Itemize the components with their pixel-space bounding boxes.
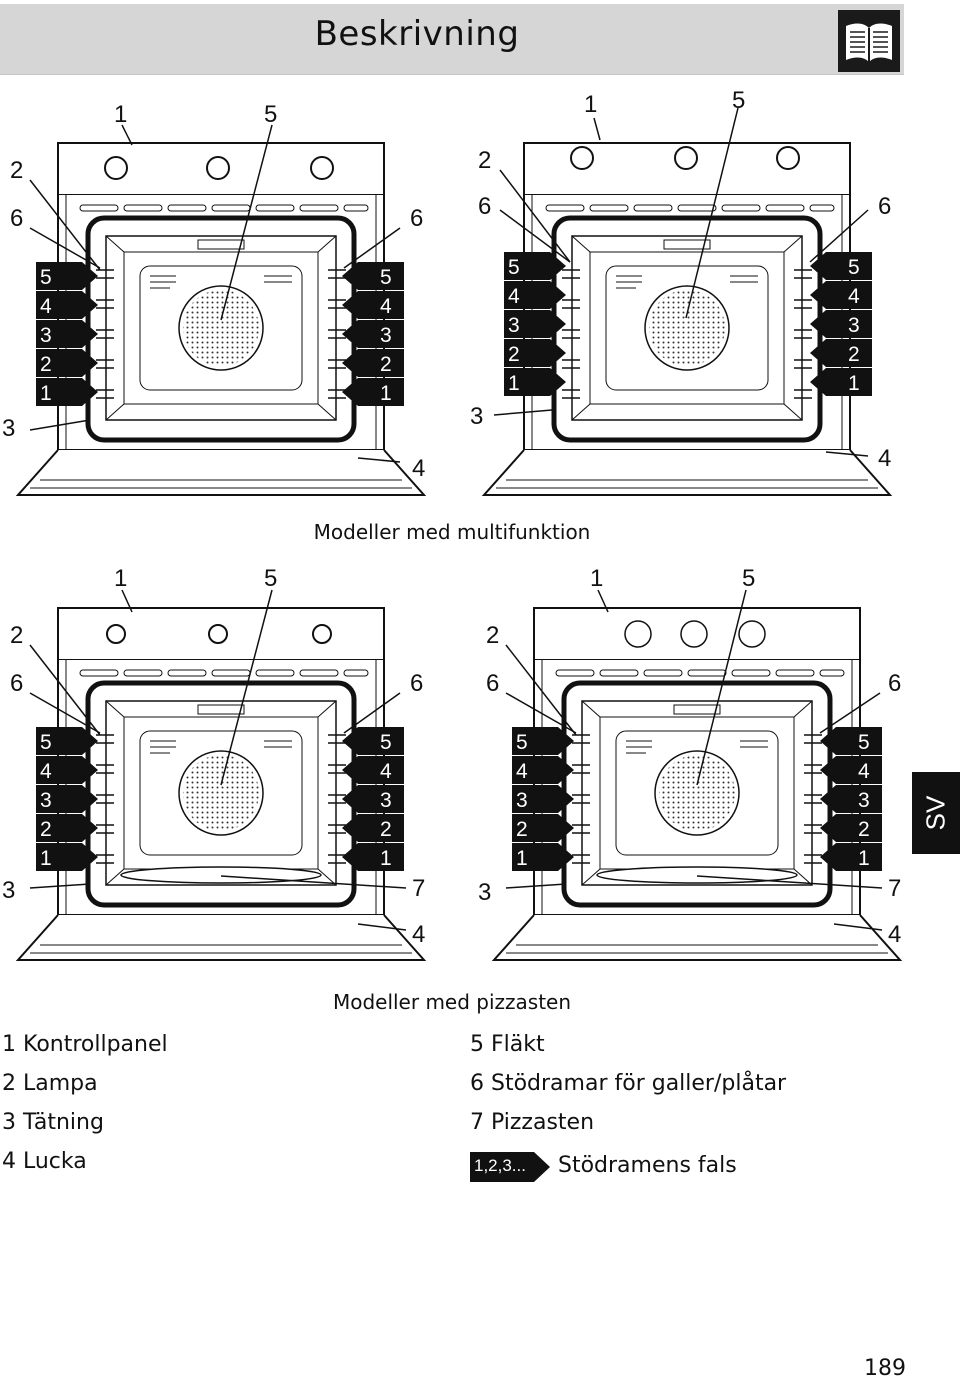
callout-flakt: 5 bbox=[732, 90, 745, 114]
shelf-level-arrows bbox=[36, 252, 882, 871]
level-label: 4 bbox=[40, 295, 52, 318]
callout-pizzasten: 7 bbox=[412, 875, 425, 902]
callout-kontrollpanel: 1 bbox=[584, 91, 597, 118]
callout-kontrollpanel: 1 bbox=[114, 101, 127, 128]
legend-item: 2 Lampa bbox=[2, 1071, 98, 1096]
level-label: 1 bbox=[508, 372, 520, 395]
callout-stodramar: 6 bbox=[10, 205, 23, 232]
page-number: 189 bbox=[864, 1356, 906, 1381]
level-label: 2 bbox=[848, 343, 860, 366]
level-label: 4 bbox=[380, 295, 392, 318]
legend-item: 4 Lucka bbox=[2, 1149, 87, 1174]
callout-stodramar: 6 bbox=[888, 670, 901, 697]
level-label: 5 bbox=[40, 731, 52, 754]
open-book-icon bbox=[838, 10, 900, 72]
language-tab: SV bbox=[912, 772, 960, 854]
legend-item: 7 Pizzasten bbox=[470, 1110, 595, 1135]
callout-flakt: 5 bbox=[742, 565, 755, 592]
callout-lucka: 4 bbox=[412, 921, 425, 948]
level-label: 2 bbox=[380, 353, 392, 376]
callout-tatning: 3 bbox=[478, 879, 491, 906]
callout-lampa: 2 bbox=[478, 147, 491, 174]
level-label: 1 bbox=[40, 382, 52, 405]
level-label: 3 bbox=[380, 789, 392, 812]
callout-flakt: 5 bbox=[264, 101, 277, 128]
callout-stodramar: 6 bbox=[410, 205, 423, 232]
level-label: 1 bbox=[858, 847, 870, 870]
callout-kontrollpanel: 1 bbox=[590, 565, 603, 592]
level-label: 3 bbox=[380, 324, 392, 347]
callout-lampa: 2 bbox=[486, 622, 499, 649]
callout-lucka: 4 bbox=[888, 921, 901, 948]
level-label: 3 bbox=[516, 789, 528, 812]
level-label: 3 bbox=[40, 789, 52, 812]
legend-item: Stödramens fals bbox=[558, 1153, 737, 1178]
control-knobs bbox=[106, 624, 332, 644]
level-label: 4 bbox=[516, 760, 528, 783]
level-label: 4 bbox=[848, 285, 860, 308]
legend-item: 6 Stödramar för galler/plåtar bbox=[470, 1071, 787, 1096]
level-label: 4 bbox=[40, 760, 52, 783]
callout-lampa: 2 bbox=[10, 622, 23, 649]
callout-tatning: 3 bbox=[2, 877, 15, 904]
shelf-level-badge: 1,2,3... bbox=[470, 1152, 550, 1182]
level-label: 1 bbox=[380, 382, 392, 405]
callout-stodramar: 6 bbox=[878, 193, 891, 220]
oven-diagrams: 5 4 3 2 1 5 4 3 2 1 5 4 3 2 1 5 4 3 2 1 … bbox=[2, 90, 960, 980]
level-label: 1 bbox=[848, 372, 860, 395]
callout-pizzasten: 7 bbox=[888, 875, 901, 902]
legend-item: 1 Kontrollpanel bbox=[2, 1032, 168, 1057]
level-label: 4 bbox=[508, 285, 520, 308]
shelf-level-badge-label: 1,2,3... bbox=[474, 1156, 526, 1175]
level-label: 5 bbox=[508, 256, 520, 279]
callout-tatning: 3 bbox=[470, 403, 483, 430]
level-label: 3 bbox=[848, 314, 860, 337]
callout-kontrollpanel: 1 bbox=[114, 565, 127, 592]
legend-item: 3 Tätning bbox=[2, 1110, 104, 1135]
callout-stodramar: 6 bbox=[486, 670, 499, 697]
level-label: 5 bbox=[380, 731, 392, 754]
page-header: Beskrivning bbox=[0, 4, 904, 75]
callout-stodramar: 6 bbox=[478, 193, 491, 220]
language-tab-label: SV bbox=[920, 795, 951, 831]
page-title: Beskrivning bbox=[314, 14, 520, 54]
level-label: 2 bbox=[40, 818, 52, 841]
callout-flakt: 5 bbox=[264, 565, 277, 592]
control-knobs bbox=[104, 156, 334, 180]
control-knobs bbox=[570, 146, 800, 170]
callout-stodramar: 6 bbox=[410, 670, 423, 697]
level-label: 2 bbox=[516, 818, 528, 841]
level-label: 1 bbox=[40, 847, 52, 870]
leader-lines bbox=[29, 107, 883, 931]
level-label: 3 bbox=[858, 789, 870, 812]
level-label: 2 bbox=[40, 353, 52, 376]
level-label: 3 bbox=[40, 324, 52, 347]
caption-pizzastone: Modeller med pizzasten bbox=[332, 990, 572, 1014]
level-label: 4 bbox=[858, 760, 870, 783]
level-label: 2 bbox=[508, 343, 520, 366]
level-label: 2 bbox=[858, 818, 870, 841]
oven-multifunction-2 bbox=[484, 143, 890, 495]
callout-stodramar: 6 bbox=[10, 670, 23, 697]
level-label: 1 bbox=[516, 847, 528, 870]
level-label: 3 bbox=[508, 314, 520, 337]
legend-item: 5 Fläkt bbox=[470, 1032, 545, 1057]
level-label: 5 bbox=[848, 256, 860, 279]
callout-lucka: 4 bbox=[878, 445, 891, 472]
level-label: 5 bbox=[516, 731, 528, 754]
level-label: 5 bbox=[40, 266, 52, 289]
callout-tatning: 3 bbox=[2, 415, 15, 442]
level-label: 5 bbox=[380, 266, 392, 289]
level-label: 2 bbox=[380, 818, 392, 841]
oven-multifunction-1 bbox=[18, 143, 424, 495]
level-label: 5 bbox=[858, 731, 870, 754]
caption-multifunction: Modeller med multifunktion bbox=[313, 520, 591, 544]
level-label: 1 bbox=[380, 847, 392, 870]
callout-lampa: 2 bbox=[10, 157, 23, 184]
level-label: 4 bbox=[380, 760, 392, 783]
control-knobs bbox=[624, 620, 766, 648]
callout-lucka: 4 bbox=[412, 455, 425, 482]
